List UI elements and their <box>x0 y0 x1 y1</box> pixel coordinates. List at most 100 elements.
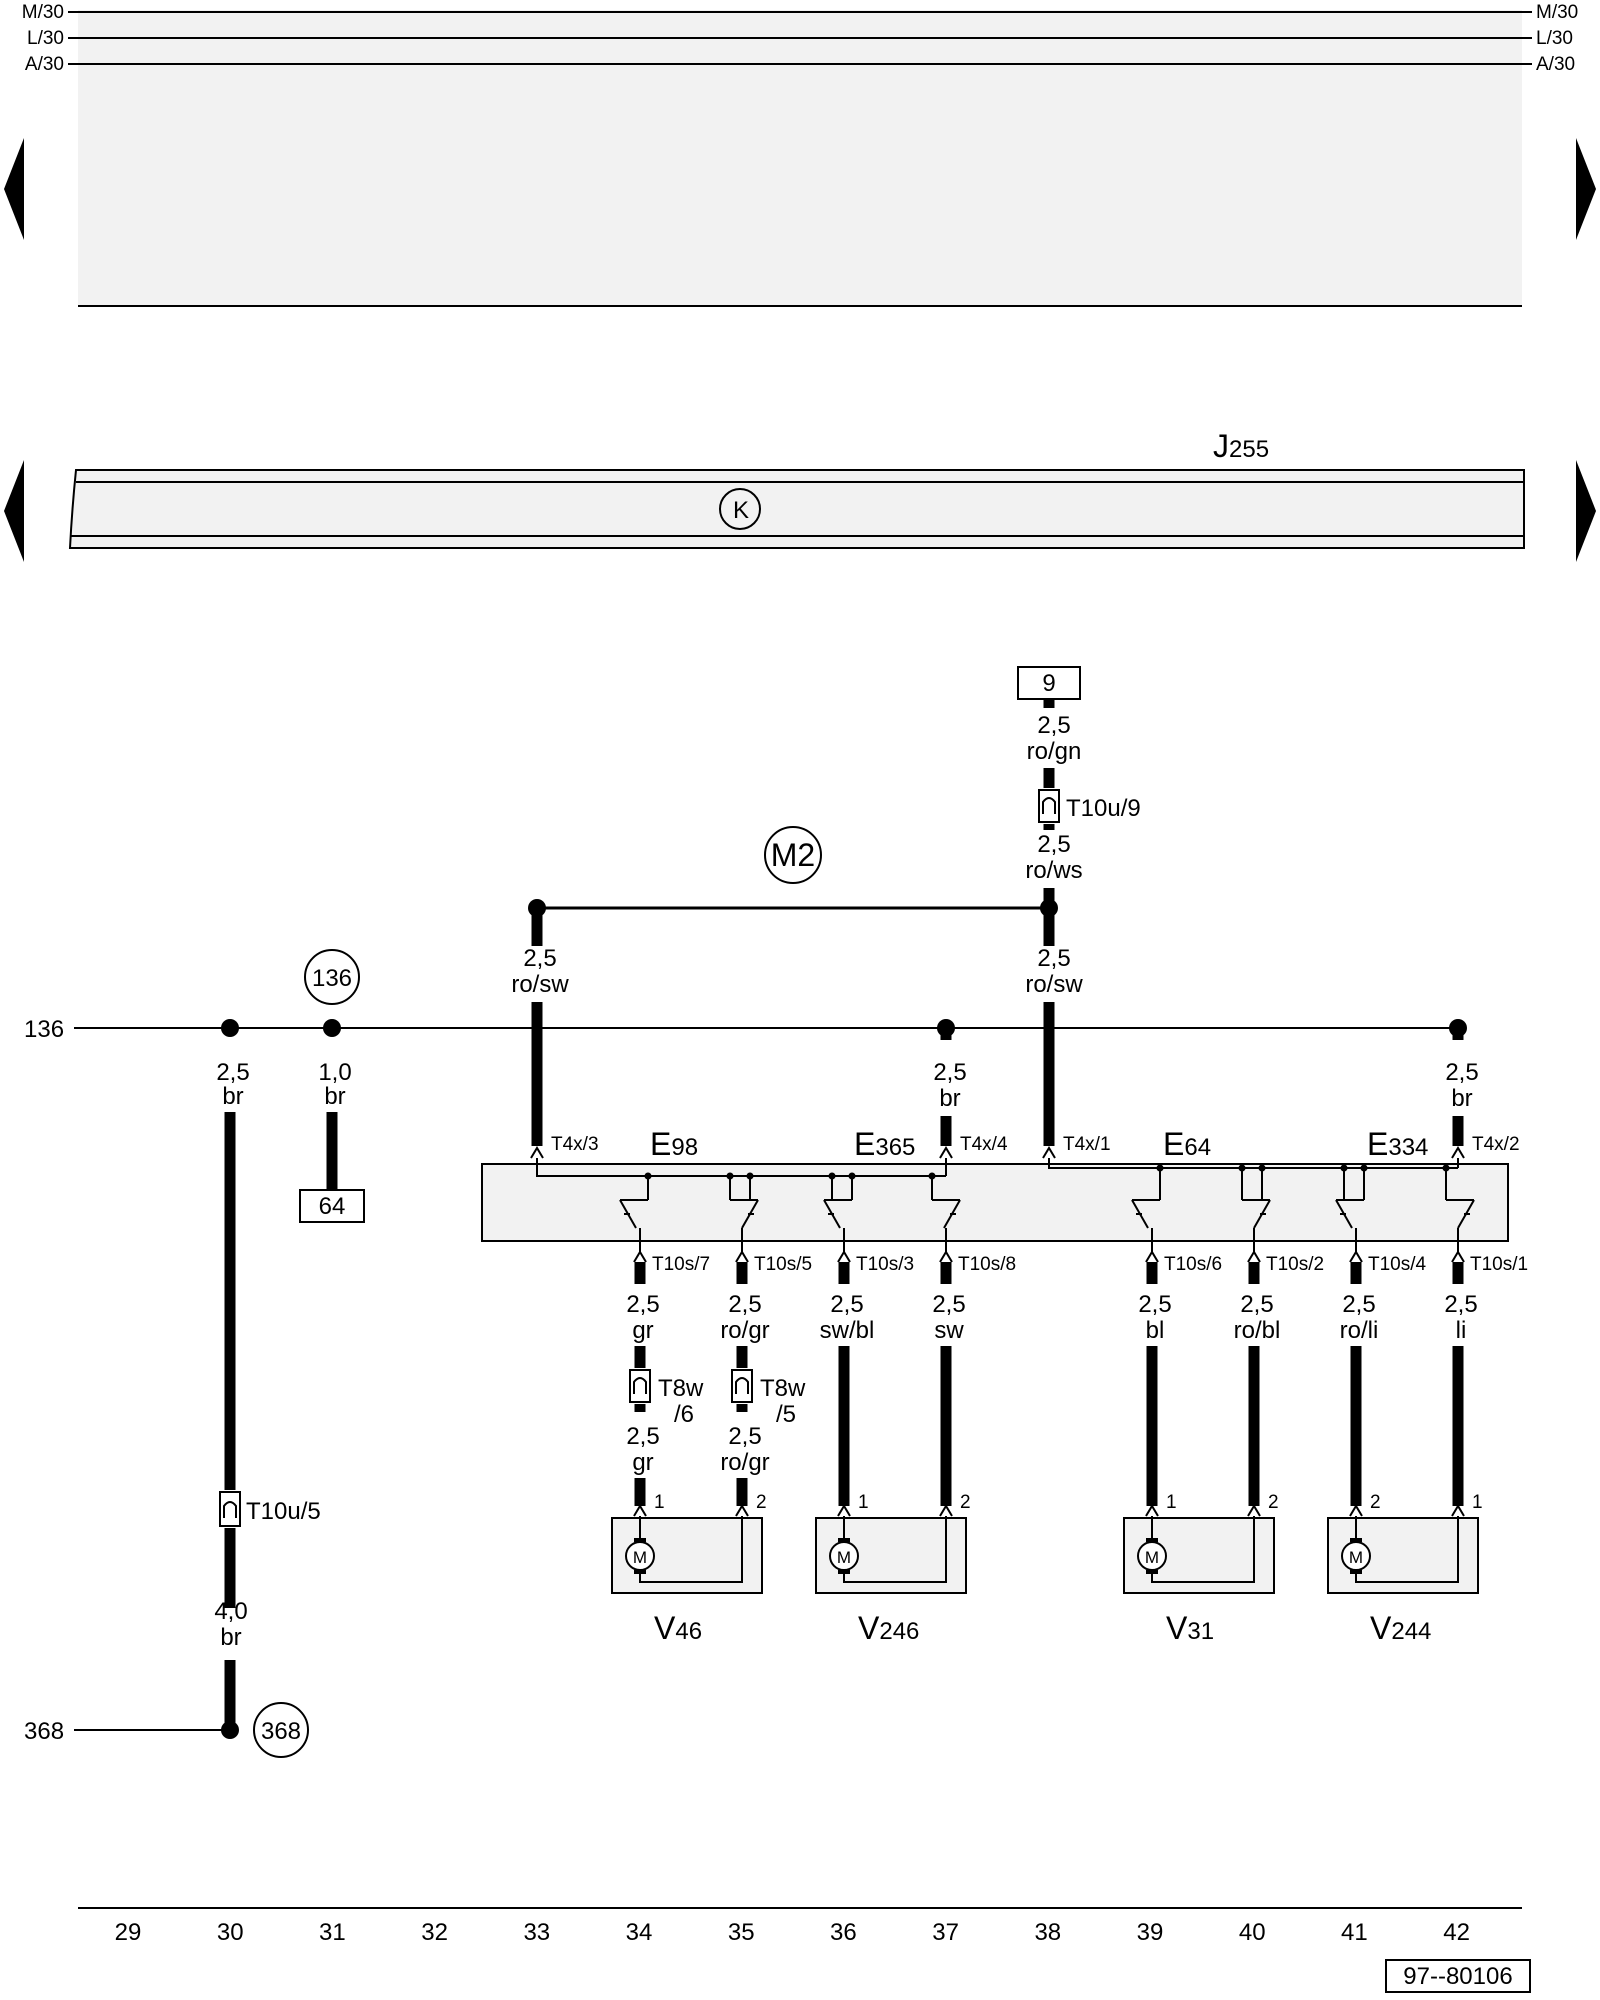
wire-col37-out: 2,5 sw <box>932 1262 966 1506</box>
junction-dot <box>221 1019 239 1037</box>
pin-t4x3: T4x/3 <box>530 1134 599 1159</box>
pin-t4x2: T4x/2 <box>1451 1134 1520 1159</box>
ground-point-136-label: 136 <box>312 965 352 992</box>
column-number: 41 <box>1341 1919 1368 1946</box>
connector-t8w-label: T8w <box>760 1375 806 1402</box>
wire-col33: 2,5 ro/sw <box>511 908 569 1146</box>
wire-col34: 2,5 gr 2,5 gr <box>626 1262 660 1506</box>
wire-color: bl <box>1146 1317 1165 1344</box>
pin-t10s7-label: T10s/7 <box>652 1254 710 1275</box>
switch-label-e334: E334 <box>1367 1126 1428 1162</box>
wire-color: br <box>939 1085 960 1112</box>
motor-symbol: M <box>1145 1548 1159 1567</box>
motor-label-v46: V46 <box>654 1610 702 1646</box>
wire-color: ro/gn <box>1027 738 1082 765</box>
pin-t4x4-label: T4x/4 <box>960 1134 1008 1155</box>
motor-v31: M <box>1123 1516 1275 1594</box>
wire-color: gr <box>632 1317 653 1344</box>
pin-t10s6-label: T10s/6 <box>1164 1254 1222 1275</box>
wire-ref-368: 368 <box>24 1718 64 1745</box>
column-number: 35 <box>728 1919 755 1946</box>
wire-gauge: 2,5 <box>1240 1291 1273 1318</box>
document-number-label: 97--80106 <box>1403 1963 1512 1990</box>
wire-gauge: 2,5 <box>1037 945 1070 972</box>
pin-t4x3-label: T4x/3 <box>551 1134 599 1155</box>
wire-gauge: 2,5 <box>1138 1291 1171 1318</box>
switch-label-e64: E64 <box>1163 1126 1211 1162</box>
ref-box-64: 64 <box>299 1189 365 1223</box>
wire-color: ro/gr <box>720 1449 769 1476</box>
motor-label-v31: V31 <box>1166 1610 1214 1646</box>
k-symbol-icon <box>719 488 761 530</box>
pin-t10s4-label: T10s/4 <box>1368 1254 1427 1275</box>
wire-gauge: 2,5 <box>626 1423 659 1450</box>
wire-col42: 2,5 br <box>1445 1028 1479 1146</box>
column-number: 40 <box>1239 1919 1266 1946</box>
unit-prev-arrow-icon[interactable] <box>4 460 24 562</box>
wire-gauge: 2,5 <box>523 945 556 972</box>
wire-gauge: 2,5 <box>1342 1291 1375 1318</box>
ground-line-136: 136 <box>24 1016 1458 1043</box>
column-number: 30 <box>217 1919 244 1946</box>
splice-m2-label: M2 <box>771 837 815 873</box>
motor-v246: M <box>815 1516 967 1594</box>
control-unit-label: J255 <box>1213 428 1269 464</box>
connector-t8w-5: T8w /5 <box>731 1369 806 1428</box>
page-next-arrow-icon[interactable] <box>1576 138 1596 240</box>
pin-t4x2-label: T4x/2 <box>1472 1134 1520 1155</box>
motor-pin-arrows <box>633 1504 1465 1517</box>
ref-box-64-label: 64 <box>319 1193 346 1220</box>
wire-gauge: 2,5 <box>626 1291 659 1318</box>
rail-label-a30: A/30 <box>25 54 64 75</box>
column-number: 36 <box>830 1919 857 1946</box>
motor-pin-label: 2 <box>1370 1492 1381 1513</box>
motor-pin-label: 2 <box>1268 1492 1279 1513</box>
motor-symbol: M <box>633 1548 647 1567</box>
ground-line-368: 368 <box>24 1718 230 1745</box>
connector-t8w-6: T8w /6 <box>629 1369 704 1428</box>
motor-pin-label: 2 <box>756 1492 767 1513</box>
wire-gauge: 2,5 <box>728 1423 761 1450</box>
wire-color: li <box>1456 1317 1467 1344</box>
wire-color: sw/bl <box>820 1317 875 1344</box>
motor-v244: M <box>1327 1516 1479 1594</box>
wire-color: ro/gr <box>720 1317 769 1344</box>
motor-symbol: M <box>837 1548 851 1567</box>
motor-label-v246: V246 <box>858 1610 919 1646</box>
pin-t4x1: T4x/1 <box>1042 1134 1111 1159</box>
rail-label-l30-right: L/30 <box>1536 28 1573 49</box>
wire-color: ro/sw <box>511 971 569 998</box>
pin-arrows <box>633 1250 1465 1263</box>
page-prev-arrow-icon[interactable] <box>4 138 24 240</box>
motor-pin-label: 1 <box>1166 1492 1177 1513</box>
wire-col30: 2,5 br 4,0 br <box>214 1059 250 1730</box>
k-symbol-label: K <box>733 497 749 524</box>
bus-rails: M/30 L/30 A/30 M/30 L/30 A/30 <box>22 2 1579 75</box>
wire-col42-out: 2,5 li <box>1444 1262 1478 1506</box>
wire-col41: 2,5 ro/li <box>1340 1262 1379 1506</box>
connector-t10u5-label: T10u/5 <box>246 1498 321 1525</box>
switch-label-e98: E98 <box>650 1126 698 1162</box>
wire-color: br <box>220 1624 241 1651</box>
column-number: 38 <box>1034 1919 1061 1946</box>
wire-color: gr <box>632 1449 653 1476</box>
connector-t8w-pin5: /5 <box>776 1401 796 1428</box>
motor-pin-label: 1 <box>654 1492 665 1513</box>
wire-color: ro/li <box>1340 1317 1379 1344</box>
pin-t10s3-label: T10s/3 <box>856 1254 914 1275</box>
wire-color: ro/bl <box>1234 1317 1281 1344</box>
wire-col39: 2,5 bl <box>1138 1262 1172 1506</box>
column-number: 32 <box>421 1919 448 1946</box>
column-number: 33 <box>523 1919 550 1946</box>
connector-t10u5: T10u/5 <box>219 1491 321 1527</box>
wire-col40: 2,5 ro/bl <box>1234 1262 1281 1506</box>
wire-gauge: 2,5 <box>216 1059 249 1086</box>
motor-label-v244: V244 <box>1370 1610 1431 1646</box>
unit-next-arrow-icon[interactable] <box>1576 460 1596 562</box>
wire-color: sw <box>934 1317 964 1344</box>
pin-t4x1-label: T4x/1 <box>1063 1134 1111 1155</box>
motor-pin-label: 1 <box>858 1492 869 1513</box>
motor-symbol: M <box>1349 1548 1363 1567</box>
wire-gauge: 2,5 <box>933 1059 966 1086</box>
